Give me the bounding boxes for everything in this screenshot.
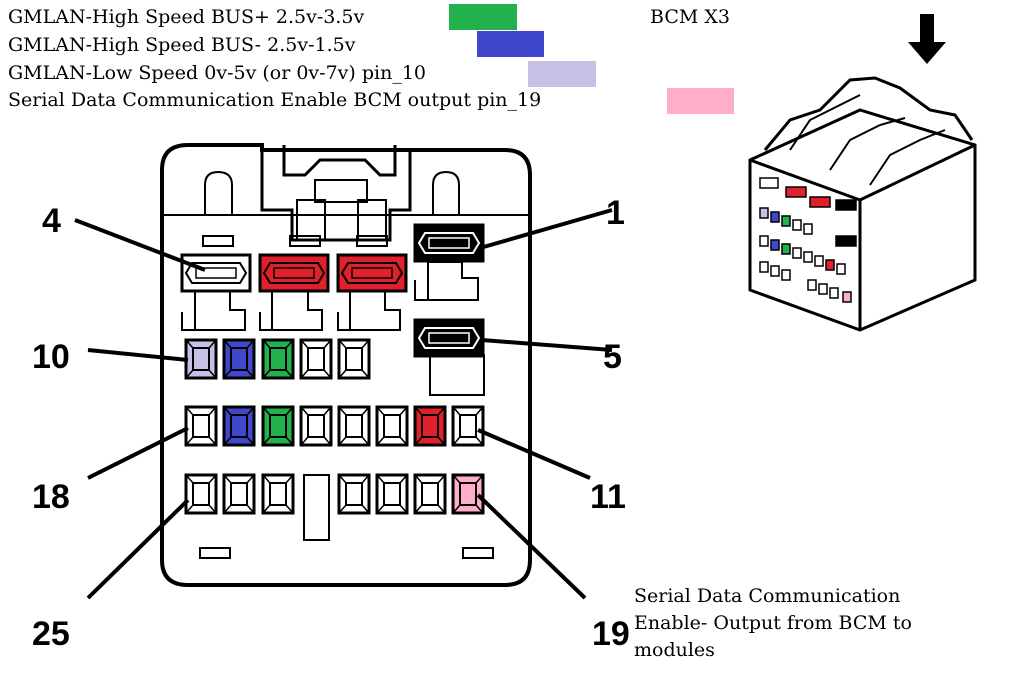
mini-cavity (814, 255, 824, 267)
mini-cavity (770, 239, 780, 251)
small-cavity (413, 405, 447, 447)
small-cavity (337, 405, 371, 447)
pin-label-25: 25 (32, 615, 70, 653)
leader-lines (74, 208, 613, 600)
small-cavity (222, 338, 256, 380)
small-cavity (184, 473, 218, 515)
mini-cavity (836, 263, 846, 275)
mini-cavity (781, 269, 791, 281)
mini-cavity (835, 235, 857, 247)
mini-cavity (781, 215, 791, 227)
small-cavity (184, 405, 218, 447)
mini-cavity (770, 211, 780, 223)
red-cavity-a (258, 253, 330, 293)
mini-cavity (829, 287, 839, 299)
legend-label-serial-enable: Serial Data Communication Enable BCM out… (8, 89, 542, 111)
small-cavity (375, 405, 409, 447)
small-cavity (222, 473, 256, 515)
mini-cavity (835, 199, 857, 211)
pin-label-19: 19 (592, 615, 630, 653)
small-cavity (261, 405, 295, 447)
small-cavity (261, 338, 295, 380)
small-cavity (299, 338, 333, 380)
small-cavity (451, 473, 485, 515)
pin-5-cavity (413, 318, 485, 358)
mini-cavity (770, 265, 780, 277)
small-cavity (413, 473, 447, 515)
connector-body (160, 143, 532, 587)
mini-cavity (785, 186, 807, 198)
legend-label-hs-bus-plus: GMLAN-High Speed BUS+ 2.5v-3.5v (8, 6, 365, 28)
pin-label-18: 18 (32, 478, 70, 516)
down-arrow-icon (908, 14, 946, 64)
red-cavity-b (336, 253, 408, 293)
connector-3d-pins (759, 177, 857, 303)
mini-cavity (781, 243, 791, 255)
legend-swatch-lavender (528, 61, 596, 87)
pin-label-4: 4 (42, 202, 61, 240)
mini-cavity (807, 279, 817, 291)
mini-cavity (759, 235, 769, 247)
mini-cavity (792, 219, 802, 231)
mini-cavity (803, 251, 813, 263)
mini-cavity (759, 177, 779, 189)
small-cavity (451, 405, 485, 447)
pin-1-cavity (413, 223, 485, 263)
small-cavity (184, 338, 218, 380)
small-cavity (261, 473, 295, 515)
legend-swatch-blue (477, 31, 544, 57)
mini-cavity (825, 259, 835, 271)
mini-cavity (803, 223, 813, 235)
small-cavity (337, 338, 371, 380)
pin-label-1: 1 (606, 194, 625, 232)
connector-3d-illustration (748, 76, 977, 332)
pin-label-11: 11 (590, 478, 626, 516)
mini-cavity (842, 291, 852, 303)
mini-cavity (809, 196, 831, 208)
pin-label-10: 10 (32, 338, 70, 376)
mini-cavity (759, 207, 769, 219)
legend-swatch-green (449, 4, 517, 30)
pin-4-cavity (180, 253, 252, 293)
small-cavity (299, 405, 333, 447)
small-cavity (222, 405, 256, 447)
legend-label-hs-bus-minus: GMLAN-High Speed BUS- 2.5v-1.5v (8, 34, 356, 56)
mini-cavity (792, 247, 802, 259)
mini-cavity (818, 283, 828, 295)
connector-title: BCM X3 (650, 6, 730, 28)
pin-label-5: 5 (603, 338, 622, 376)
mini-cavity (759, 261, 769, 273)
small-cavity (337, 473, 371, 515)
legend-label-ls-gmlan: GMLAN-Low Speed 0v-5v (or 0v-7v) pin_10 (8, 62, 426, 84)
pin-19-note: Serial Data Communication Enable- Output… (634, 585, 912, 661)
small-cavity (375, 473, 409, 515)
legend-swatch-pink (667, 88, 734, 114)
